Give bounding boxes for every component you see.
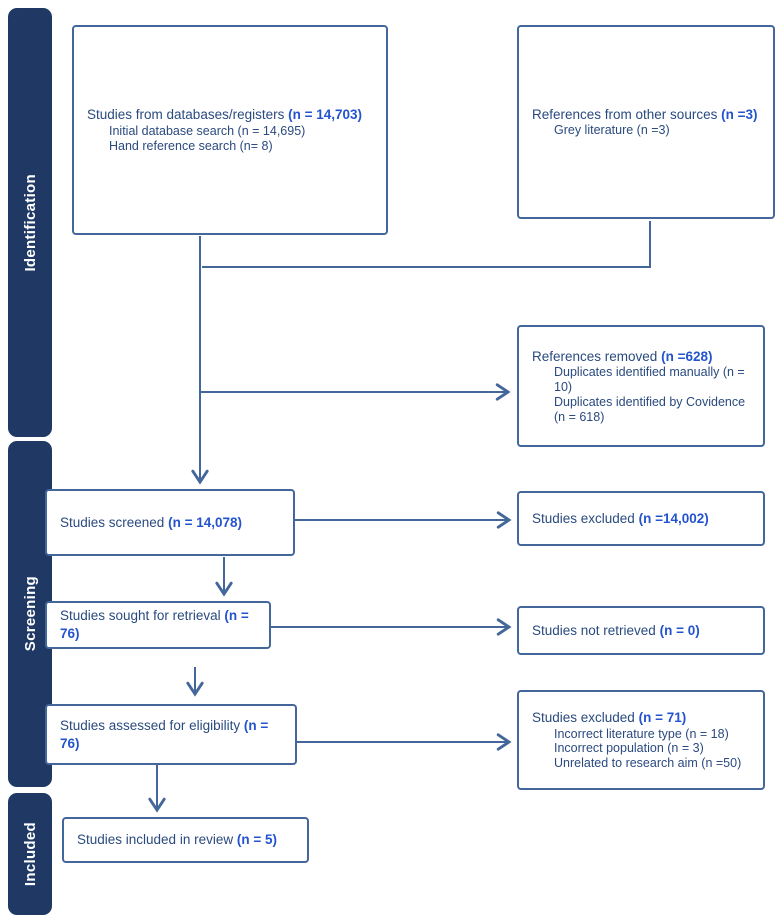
phase-screening-label: Screening <box>21 576 39 652</box>
box-detail: Hand reference search (n= 8) <box>109 138 273 153</box>
box-title: Studies excluded (n = 71) <box>532 710 687 726</box>
box-studies-excluded-screening: Studies excluded (n =14,002) <box>517 491 765 546</box>
box-detail: Grey literature (n =3) <box>554 123 670 138</box>
box-title: Studies excluded (n =14,002) <box>532 510 709 526</box>
n-value: (n = 14,703) <box>288 107 363 123</box>
box-studies-screened: Studies screened (n = 14,078) <box>45 489 295 556</box>
box-studies-assessed: Studies assessed for eligibility (n = 76… <box>45 704 297 765</box>
box-title: Studies assessed for eligibility (n = 76… <box>60 717 269 751</box>
phase-screening: Screening <box>8 441 52 787</box>
n-value: (n =14,002) <box>638 510 709 526</box>
n-value: (n = 76) <box>60 717 269 751</box>
box-studies-from-databases: Studies from databases/registers (n = 14… <box>72 25 388 235</box>
box-studies-excluded-eligibility: Studies excluded (n = 71) Incorrect lite… <box>517 690 765 790</box>
box-studies-sought: Studies sought for retrieval (n = 76) <box>45 601 271 649</box>
n-value: (n = 71) <box>638 710 687 726</box>
box-detail: Duplicates identified by Covidence (n = … <box>554 394 746 424</box>
phase-identification: Identification <box>8 8 52 437</box>
box-title: References removed (n =628) <box>532 348 713 364</box>
box-references-other-sources: References from other sources (n =3) Gre… <box>517 25 775 219</box>
n-value: (n = 0) <box>659 622 700 638</box>
phase-included: Included <box>8 793 52 915</box>
box-title: References from other sources (n =3) <box>532 106 758 122</box>
box-title: Studies not retrieved (n = 0) <box>532 622 700 638</box>
box-studies-not-retrieved: Studies not retrieved (n = 0) <box>517 606 765 655</box>
n-value: (n =3) <box>721 106 758 122</box>
box-title: Studies screened (n = 14,078) <box>60 514 243 530</box>
box-detail: Incorrect literature type (n = 18) <box>554 726 729 741</box>
box-title: Studies sought for retrieval (n = 76) <box>60 608 249 641</box>
box-detail: Initial database search (n = 14,695) <box>109 124 306 139</box>
box-title: Studies included in review (n = 5) <box>77 832 277 848</box>
box-detail: Unrelated to research aim (n =50) <box>554 756 742 771</box>
n-value: (n = 14,078) <box>168 514 243 530</box>
n-value: (n = 76) <box>60 608 249 641</box>
box-detail: Incorrect population (n = 3) <box>554 741 704 756</box>
box-references-removed: References removed (n =628) Duplicates i… <box>517 325 765 447</box>
phase-included-label: Included <box>21 821 39 887</box>
box-title: Studies from databases/registers (n = 14… <box>87 107 363 123</box>
n-value: (n = 5) <box>236 832 277 848</box>
phase-identification-label: Identification <box>21 173 39 272</box>
box-studies-included: Studies included in review (n = 5) <box>62 817 309 863</box>
n-value: (n =628) <box>661 348 713 364</box>
box-detail: Duplicates identified manually (n = 10) <box>554 365 745 395</box>
